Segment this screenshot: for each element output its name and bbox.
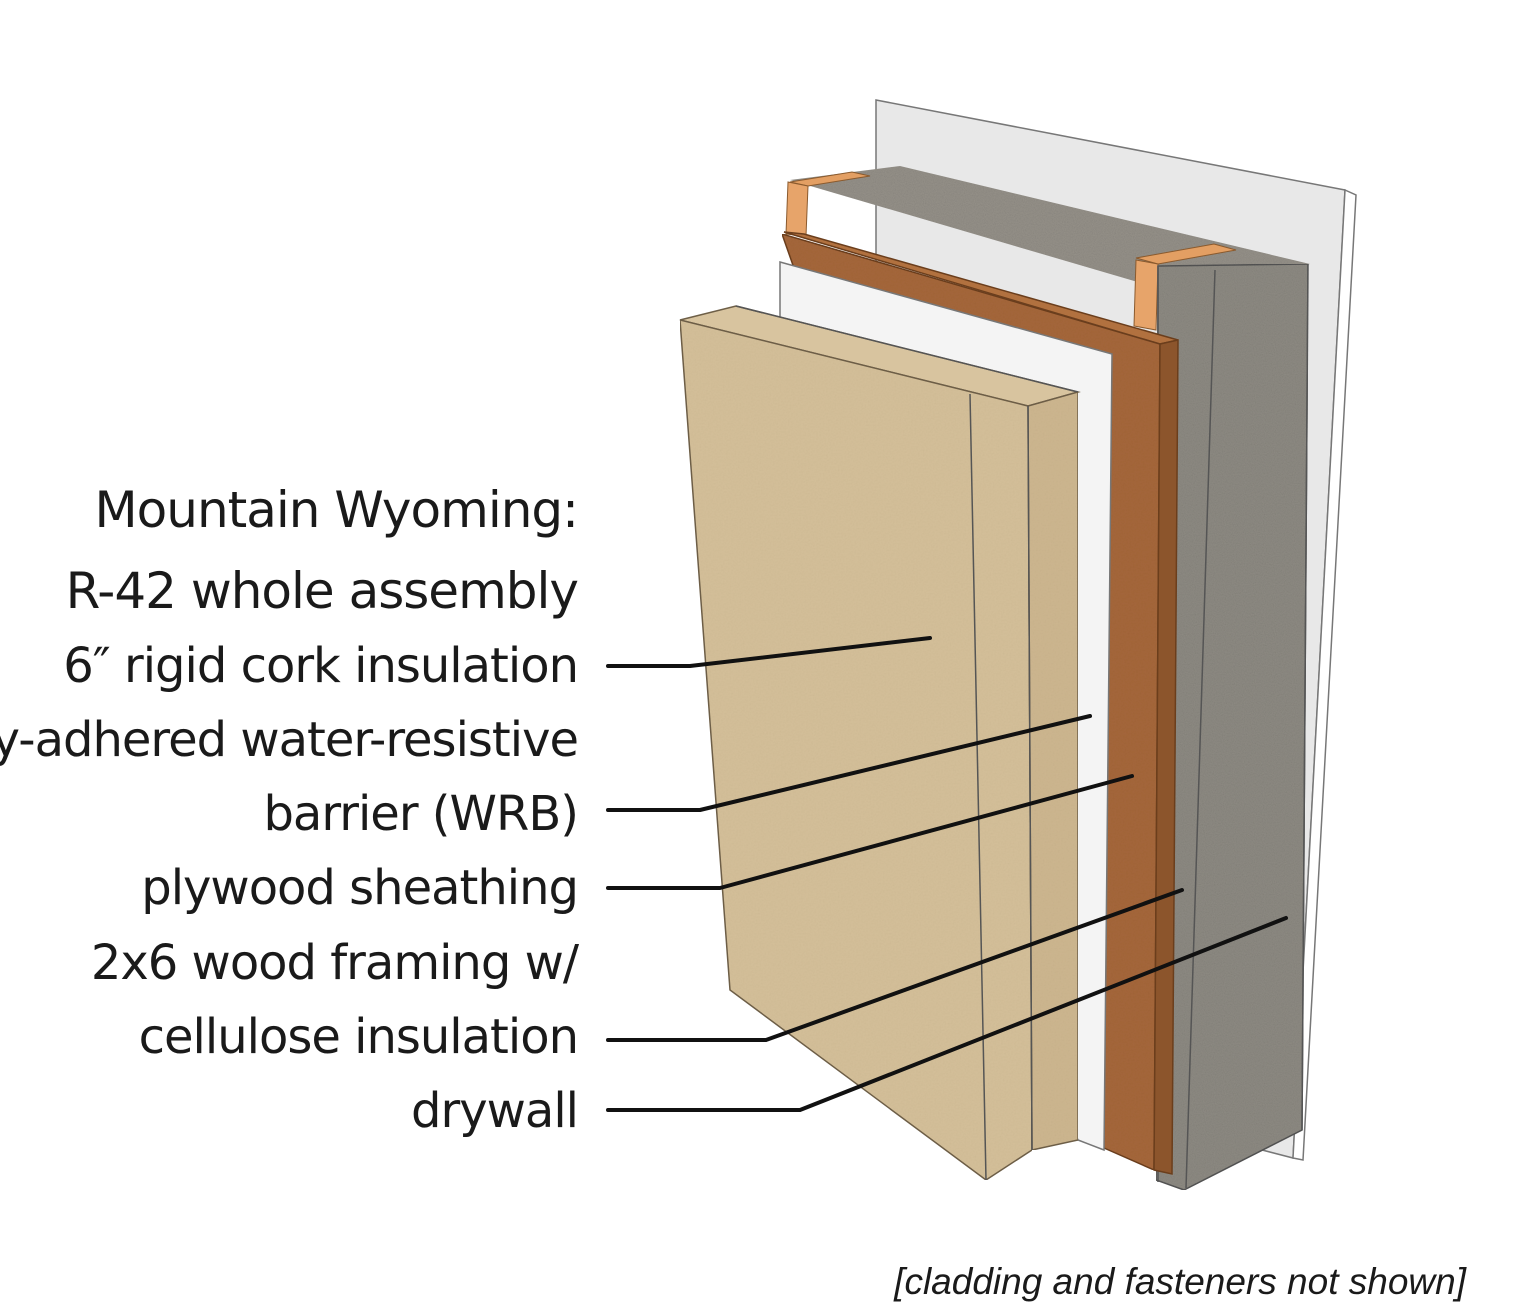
label-wrb-line-2: barrier (WRB) [263, 786, 578, 842]
label-framing-line-2: cellulose insulation [139, 1009, 578, 1065]
title-line-2: R-42 whole assembly [66, 562, 579, 620]
cork-top-edge [735, 305, 1079, 393]
label-drywall: drywall [411, 1083, 578, 1139]
cork-front [679, 319, 1033, 1181]
cellulose-outer-edge [1301, 263, 1309, 1131]
leader-drywall [606, 916, 1288, 1112]
stud-side-right [1133, 259, 1159, 331]
framing-cellulose-layer [785, 166, 1310, 1191]
leader-framing [606, 888, 1184, 1042]
leader-cork [606, 636, 932, 668]
leader-wrb [606, 714, 1092, 812]
title-line-1: Mountain Wyoming: [95, 481, 578, 539]
label-framing-line-1: 2x6 wood framing w/ [91, 935, 580, 991]
cork-insulation-layer [679, 305, 1081, 1181]
label-cork: 6″ rigid cork insulation [63, 638, 578, 694]
stud-side-left [785, 181, 809, 237]
stud-top-right [1135, 243, 1237, 265]
cork-corner-line [1027, 405, 1033, 1151]
leader-lines [606, 636, 1288, 1112]
cellulose-edge-line-2 [1185, 269, 1216, 1189]
footnote: [cladding and fasteners not shown] [893, 1261, 1467, 1302]
cork-side [1027, 391, 1079, 1151]
drywall-edge [1292, 188, 1357, 1161]
label-plywood: plywood sheathing [141, 860, 578, 916]
leader-plywood [606, 774, 1134, 890]
labels: Mountain Wyoming: R-42 whole assembly 6″… [0, 481, 1467, 1302]
cellulose-face [1155, 263, 1309, 1191]
label-wrb-line-1: fully-adhered water-resistive [0, 712, 578, 768]
cork-seam-line [969, 393, 987, 1181]
plywood-side [1153, 339, 1179, 1175]
